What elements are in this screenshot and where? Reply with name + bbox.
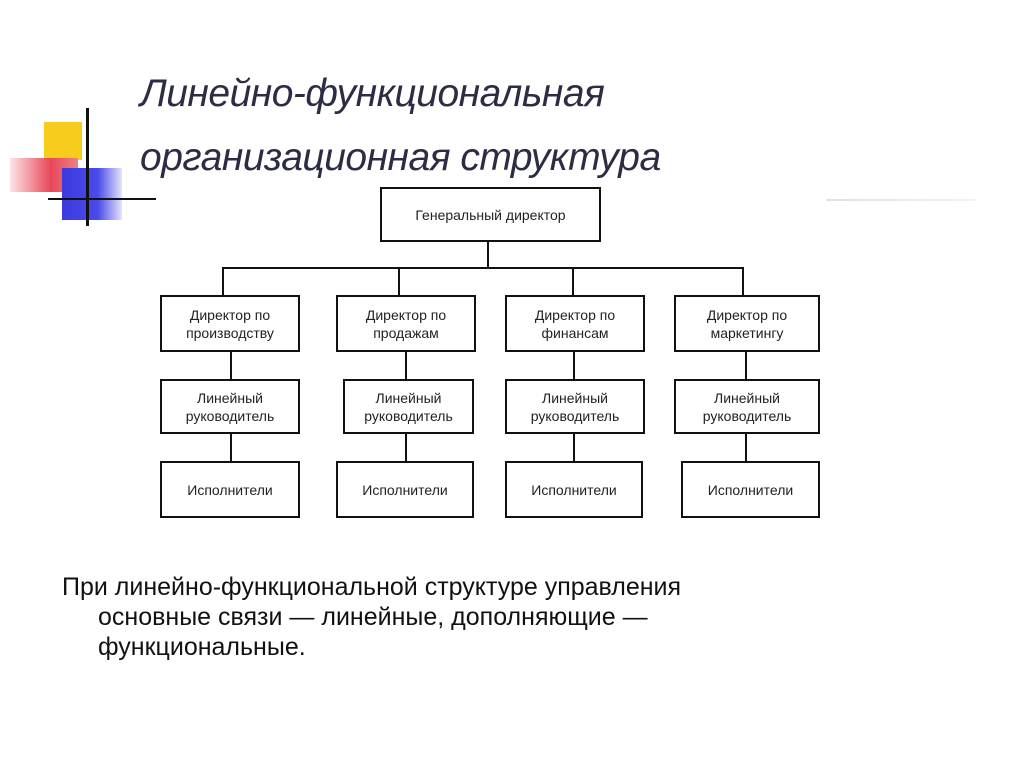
director-label-line: Директор по xyxy=(534,306,616,323)
manager-label-line: руководитель xyxy=(185,407,275,424)
column-link-1b xyxy=(230,433,232,462)
branch-drop-3 xyxy=(572,267,574,295)
director-label-line: маркетингу xyxy=(710,324,784,341)
column-link-2a xyxy=(405,351,407,380)
horizontal-rule xyxy=(48,198,156,200)
slide-caption: При линейно-функциональной структуре упр… xyxy=(62,572,962,662)
decorative-logo xyxy=(0,0,170,240)
manager-label-line: Линейный xyxy=(197,389,263,406)
branch-drop-4 xyxy=(742,267,744,295)
staff-box: Исполнители xyxy=(160,461,300,518)
branch-bar xyxy=(222,267,744,269)
root-label: Генеральный директор xyxy=(415,206,566,223)
title-line-2: организационная структура xyxy=(140,136,661,179)
title-divider xyxy=(826,199,976,201)
column-link-1a xyxy=(230,351,232,380)
manager-label-line: руководитель xyxy=(702,407,792,424)
branch-drop-1 xyxy=(222,267,224,295)
manager-label-line: Линейный xyxy=(714,389,780,406)
director-label-line: Директор по xyxy=(189,306,271,323)
root-box: Генеральный директор xyxy=(380,187,601,242)
director-label-line: финансам xyxy=(541,324,609,341)
staff-box: Исполнители xyxy=(681,461,820,518)
manager-label-line: руководитель xyxy=(530,407,620,424)
column-link-3b xyxy=(573,433,575,462)
column-link-3a xyxy=(573,351,575,380)
column-link-2b xyxy=(405,433,407,462)
blue-square-icon xyxy=(62,168,122,220)
director-label-line: Директор по xyxy=(365,306,447,323)
branch-drop-2 xyxy=(398,267,400,295)
root-connector xyxy=(487,242,489,268)
staff-box: Исполнители xyxy=(336,461,474,518)
staff-label: Исполнители xyxy=(187,481,273,498)
title-line-1: Линейно-функциональная xyxy=(140,72,605,115)
staff-label: Исполнители xyxy=(531,481,617,498)
column-link-4a xyxy=(745,351,747,380)
manager-label-line: руководитель xyxy=(364,407,453,424)
caption-line-3: функциональные. xyxy=(98,633,306,661)
staff-label: Исполнители xyxy=(707,481,794,498)
manager-label-line: Линейный xyxy=(375,389,442,406)
slide-title: Линейно-функциональная организационная с… xyxy=(140,62,840,190)
director-label-line: продажам xyxy=(373,324,439,341)
staff-box: Исполнители xyxy=(505,461,643,518)
caption-line-2: основные связи — линейные, дополняющие — xyxy=(98,603,648,631)
staff-label: Исполнители xyxy=(362,481,448,498)
column-link-4b xyxy=(745,433,747,462)
director-label-line: Директор по xyxy=(706,306,788,323)
director-label-line: производству xyxy=(186,324,274,341)
vertical-rule xyxy=(86,108,89,226)
yellow-square-icon xyxy=(44,122,82,160)
caption-line-1: При линейно-функциональной структуре упр… xyxy=(62,573,682,601)
manager-label-line: Линейный xyxy=(542,389,608,406)
